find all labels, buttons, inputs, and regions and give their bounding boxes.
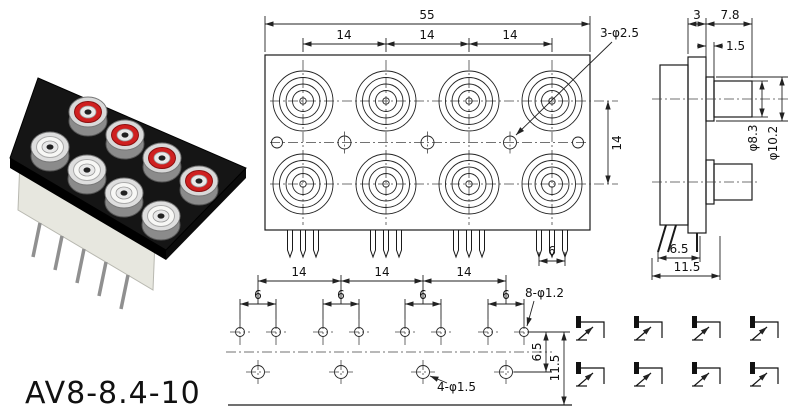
side-view: 3 7.8 1.5 φ8.3 φ10.2 6.5 11.5 (651, 8, 790, 280)
jack-schematic-symbol (692, 362, 720, 386)
dim-bottom-pitch-1: 14 (291, 265, 306, 279)
dim-row-pitch: 14 (610, 135, 624, 150)
dim-pitch-3: 14 (502, 28, 517, 42)
side-pins (657, 224, 698, 253)
part-number: AV8-8.4-10 (25, 376, 201, 411)
dim-panel-thickness: 3 (693, 8, 701, 22)
dim-mounting-holes: 4-φ1.5 (437, 380, 476, 394)
dim-bottom-pitch-3: 14 (456, 265, 471, 279)
dim-pair-1: 6 (254, 288, 262, 302)
dim-depth: 11.5 (674, 260, 701, 274)
dim-pitch-1: 14 (336, 28, 351, 42)
dim-pin-group-width: 6 (548, 244, 556, 258)
schematic-symbols (576, 316, 778, 386)
front-outline (264, 54, 591, 231)
mounting-pin-holes (245, 359, 519, 385)
solder-pins (31, 222, 130, 310)
dim-flange-diameter: φ10.2 (766, 126, 780, 161)
jack-schematic-symbol (750, 362, 778, 386)
dim-bottom-pitch-2: 14 (374, 265, 389, 279)
jack-schematic-symbol (692, 316, 720, 340)
front-pins (287, 229, 568, 258)
bottom-view: 14 14 14 6 6 6 6 (226, 265, 572, 406)
dim-pair-2: 6 (337, 288, 345, 302)
side-panel (687, 56, 707, 234)
dim-mount-holes: 3-φ2.5 (600, 26, 639, 40)
dim-total-depth: 11.5 (548, 355, 562, 382)
jack-schematic-symbol (576, 362, 604, 386)
signal-pin-holes (229, 318, 535, 346)
dim-overall-width: 55 (419, 8, 434, 22)
front-mount-holes (271, 131, 584, 154)
product-photo (9, 77, 247, 310)
dim-flange-thickness: 1.5 (726, 39, 745, 53)
dim-barrel-diameter: φ8.3 (746, 125, 760, 152)
plate-side-left (10, 158, 166, 260)
dim-pin-offset: 6.5 (669, 242, 688, 256)
front-view: 55 14 14 14 3-φ2.5 14 6 (264, 8, 639, 266)
dim-pair-4: 6 (502, 288, 510, 302)
dim-pin-holes: 8-φ1.2 (525, 286, 564, 300)
jack-schematic-symbol (750, 316, 778, 340)
dim-pair-3: 6 (419, 288, 427, 302)
side-housing (659, 64, 689, 226)
dim-pitch-2: 14 (419, 28, 434, 42)
jack-schematic-symbol (634, 362, 662, 386)
dim-row-offset: 6.5 (530, 342, 544, 361)
plate-side-right (166, 168, 246, 260)
dim-protrusion: 7.8 (720, 8, 739, 22)
jack-schematic-symbol (634, 316, 662, 340)
jack-schematic-symbol (576, 316, 604, 340)
